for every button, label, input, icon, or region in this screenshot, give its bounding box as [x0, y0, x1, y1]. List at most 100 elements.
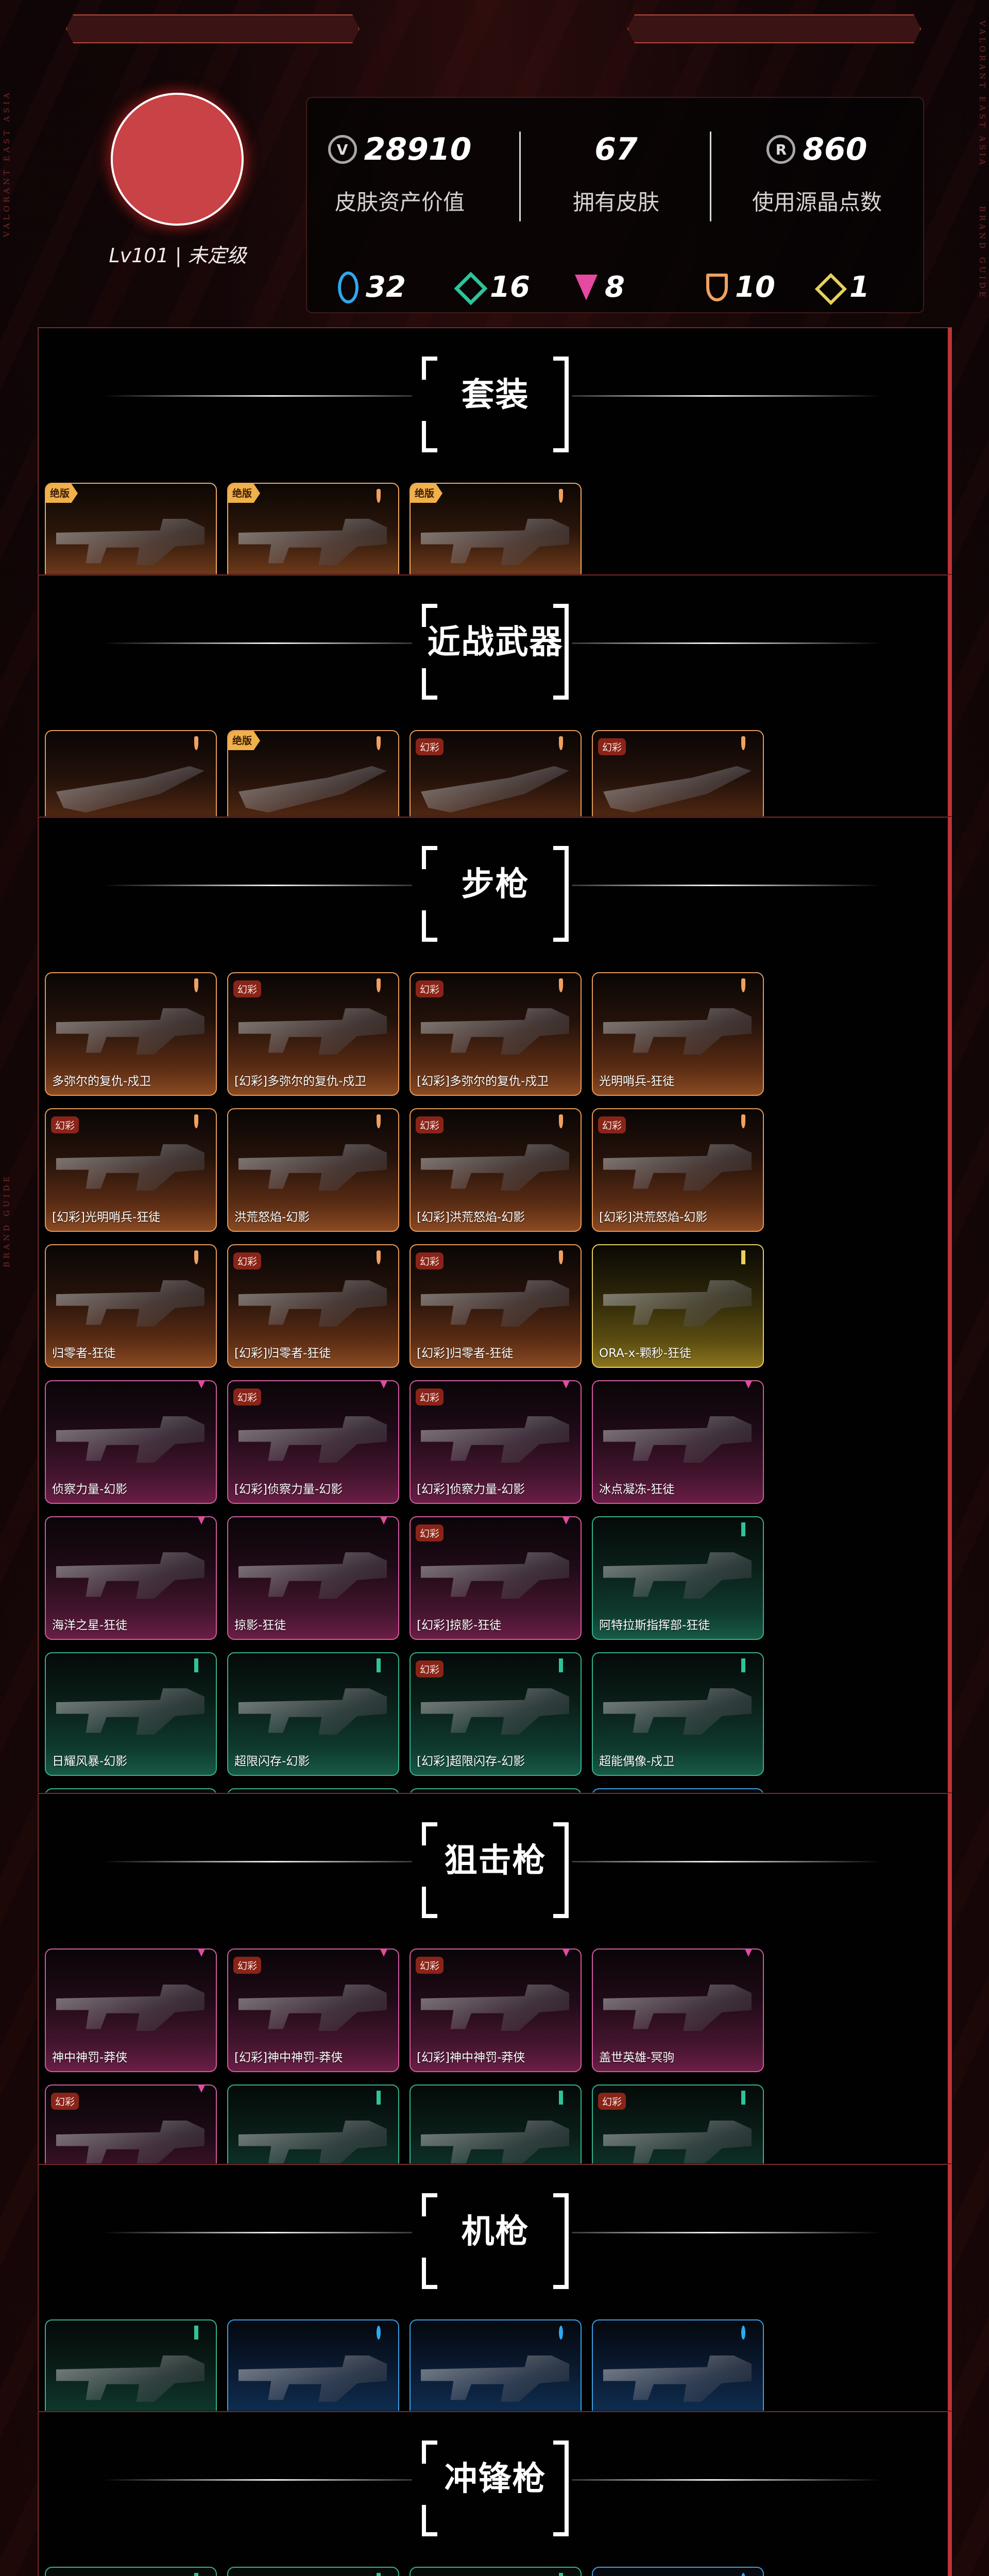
skin-name: 多弥尔的复仇-戍卫	[52, 1075, 151, 1088]
skin-card[interactable]: 幻彩 [幻彩]神中神罚-莽侠	[410, 1948, 582, 2072]
chroma-badge: 幻彩	[416, 1524, 444, 1541]
chroma-badge: 幻彩	[416, 1660, 444, 1677]
skin-name: 盖世英雄-冥驹	[599, 2051, 675, 2064]
top-tab-left[interactable]	[66, 14, 360, 43]
skin-card[interactable]: 阿特拉斯指挥部-骇灵	[45, 2567, 217, 2576]
header-line	[103, 1861, 412, 1862]
stat-radianite: R 860 使用源晶点数	[735, 131, 899, 216]
skin-card[interactable]: 掠影-狂徒	[227, 1516, 399, 1640]
exclusive-tier-icon	[741, 736, 755, 758]
exclusive-tier-icon	[559, 1114, 572, 1136]
weapon-image	[421, 1416, 569, 1463]
chroma-badge: 幻彩	[51, 2093, 79, 2110]
section-header: 套装	[39, 328, 948, 483]
header-bracket	[420, 357, 571, 452]
weapon-image	[238, 766, 387, 812]
exclusive-tier-icon	[194, 736, 208, 758]
skin-card[interactable]: 神中神罚-莽侠	[45, 1948, 217, 2072]
skin-card[interactable]: 幻彩 [幻彩]多弥尔的复仇-戍卫	[410, 972, 582, 1096]
skin-card[interactable]: 侦察力量-幻影	[45, 1380, 217, 1504]
skin-name: [幻彩]侦察力量-幻影	[234, 1483, 343, 1496]
exclusive-tier-icon	[741, 978, 755, 1000]
deluxe-tier-icon	[454, 271, 488, 306]
skin-card[interactable]: 海洋之星-狂徒	[45, 1516, 217, 1640]
skin-card[interactable]: 幻彩 [幻彩]归零者-狂徒	[227, 1244, 399, 1368]
header-line	[103, 885, 412, 886]
skin-card[interactable]: ORA-x-颗秒-狂徒	[592, 1244, 764, 1368]
weapon-image	[603, 1688, 752, 1735]
skin-name: 侦察力量-幻影	[52, 1483, 128, 1496]
skin-card[interactable]: 阿特拉斯指挥部-狂徒	[592, 1516, 764, 1640]
chroma-badge: 幻彩	[416, 1116, 444, 1133]
skin-card[interactable]: 超能偶像-戍卫	[592, 1652, 764, 1776]
deluxe-tier-icon	[194, 1658, 208, 1680]
deluxe-tier-icon	[377, 2091, 390, 2112]
skin-card[interactable]: 浮光跃金-骇灵	[592, 2567, 764, 2576]
exclusive-tier-icon	[559, 978, 572, 1000]
radianite-value: 860	[803, 131, 867, 167]
weapon-image	[603, 1144, 752, 1191]
asset-value-label: 皮肤资产价值	[334, 190, 465, 215]
chroma-badge: 幻彩	[233, 1957, 262, 1974]
skin-card[interactable]: 超限闪存-蜂刺	[410, 2567, 582, 2576]
header-line	[572, 2232, 881, 2233]
radianite-label: 使用源晶点数	[752, 190, 882, 215]
skin-card[interactable]: 幻彩 [幻彩]侦察力量-幻影	[227, 1380, 399, 1504]
weapon-image	[238, 2121, 387, 2167]
exclusive-tier-icon	[559, 736, 572, 758]
header-line	[572, 2479, 881, 2481]
weapon-image	[421, 1985, 569, 2031]
exclusive-count: 10	[735, 270, 775, 304]
weapon-image	[56, 1688, 204, 1735]
top-tab-right[interactable]	[627, 14, 921, 43]
skin-card[interactable]: 日耀风暴-骇灵	[227, 2567, 399, 2576]
skin-card[interactable]: 幻彩 [幻彩]神中神罚-莽侠	[227, 1948, 399, 2072]
skin-card[interactable]: 光明哨兵-狂徒	[592, 972, 764, 1096]
header-bracket	[420, 2441, 571, 2536]
weapon-image	[56, 519, 204, 565]
weapon-image	[56, 1144, 204, 1191]
skin-card[interactable]: 日耀风暴-幻影	[45, 1652, 217, 1776]
weapon-image	[56, 1008, 204, 1055]
skin-card[interactable]: 幻彩 [幻彩]光明哨兵-狂徒	[45, 1108, 217, 1232]
section-title: 套装	[461, 376, 530, 414]
weapon-image	[603, 766, 752, 812]
weapon-image	[56, 2355, 204, 2402]
weapon-image	[421, 1552, 569, 1599]
skin-card[interactable]: 超限闪存-幻影	[227, 1652, 399, 1776]
skin-card[interactable]: 归零者-狂徒	[45, 1244, 217, 1368]
skin-card[interactable]: 盖世英雄-冥驹	[592, 1948, 764, 2072]
skin-card[interactable]: 幻彩 [幻彩]洪荒怒焰-幻影	[410, 1108, 582, 1232]
skin-card[interactable]: 洪荒怒焰-幻影	[227, 1108, 399, 1232]
section-header: 狙击枪	[39, 1794, 948, 1948]
skin-card[interactable]: 幻彩 [幻彩]多弥尔的复仇-戍卫	[227, 972, 399, 1096]
skin-card[interactable]: 幻彩 [幻彩]归零者-狂徒	[410, 1244, 582, 1368]
weapon-image	[421, 2121, 569, 2167]
skin-card[interactable]: 幻彩 [幻彩]掠影-狂徒	[410, 1516, 582, 1640]
skin-name: 归零者-狂徒	[52, 1347, 116, 1360]
stats-panel: V 28910 皮肤资产价值 67 拥有皮肤 R 860 使用源晶点数 32	[306, 97, 924, 313]
skin-name: [幻彩]掠影-狂徒	[417, 1619, 502, 1632]
select-count: 32	[366, 270, 406, 304]
chroma-badge: 幻彩	[416, 738, 444, 755]
deluxe-tier-icon	[377, 1658, 390, 1680]
avatar[interactable]	[111, 93, 244, 226]
exclusive-tier-icon	[377, 978, 390, 1000]
tier-select: 32	[338, 270, 406, 304]
skin-name: [幻彩]洪荒怒焰-幻影	[417, 1211, 525, 1224]
chroma-badge: 幻彩	[598, 738, 626, 755]
skin-name: 冰点凝冻-狂徒	[599, 1483, 675, 1496]
skin-card[interactable]: 幻彩 [幻彩]超限闪存-莽侠	[592, 2084, 764, 2208]
skin-card[interactable]: 幻彩 [幻彩]侦察力量-幻影	[410, 1380, 582, 1504]
skin-card[interactable]: 幻彩 [幻彩]超限闪存-幻影	[410, 1652, 582, 1776]
exclusive-tier-icon	[741, 1114, 755, 1136]
skin-name: 日耀风暴-幻影	[52, 1755, 128, 1768]
skin-card[interactable]: 冰点凝冻-狂徒	[592, 1380, 764, 1504]
skin-card[interactable]: 幻彩 [幻彩]洪荒怒焰-幻影	[592, 1108, 764, 1232]
skin-card[interactable]: 多弥尔的复仇-戍卫	[45, 972, 217, 1096]
header-line	[103, 2479, 412, 2481]
skin-name: 海洋之星-狂徒	[52, 1619, 128, 1632]
side-label-right-bottom: BRAND GUIDE	[978, 206, 987, 300]
tier-premium: 8	[575, 270, 625, 304]
weapon-image	[603, 1985, 752, 2031]
